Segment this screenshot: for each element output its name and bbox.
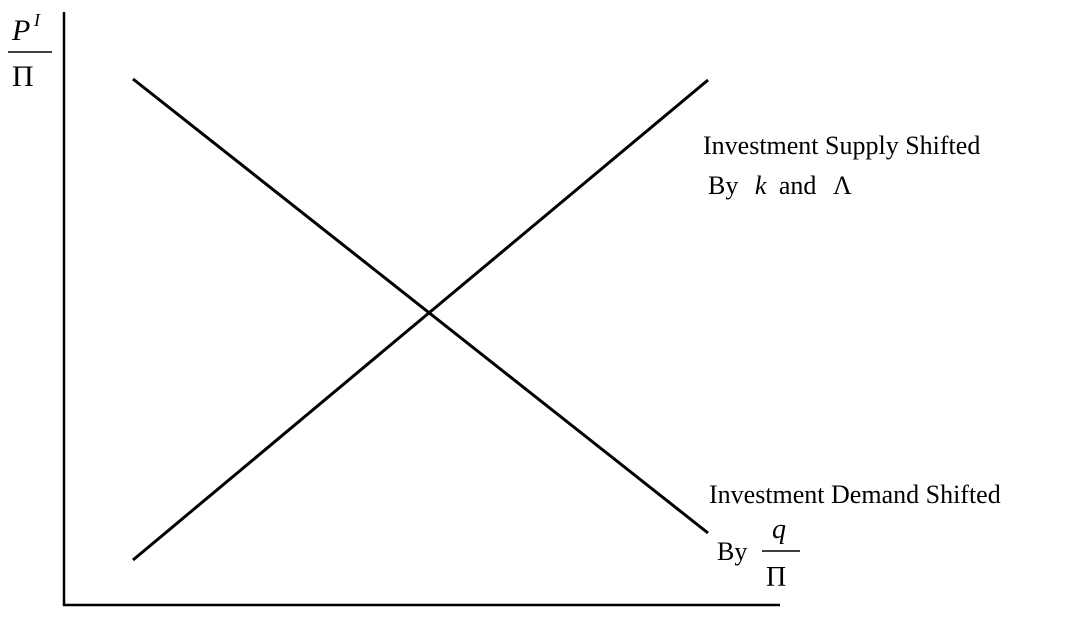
supply-label: Investment Supply Shifted By k and Λ — [703, 131, 980, 200]
demand-label-frac-numerator: q — [772, 514, 786, 545]
y-axis-label-superscript: I — [33, 10, 41, 30]
supply-label-line2: By k and Λ — [708, 171, 852, 200]
supply-label-line1: Investment Supply Shifted — [703, 131, 980, 160]
supply-label-by: By — [708, 171, 738, 200]
supply-label-var-k: k — [755, 171, 767, 200]
supply-curve — [132, 78, 709, 562]
demand-label: Investment Demand Shifted By q Π — [709, 480, 1001, 593]
supply-label-and: and — [779, 171, 817, 200]
y-axis-label-denominator: Π — [12, 60, 34, 93]
demand-curve — [132, 77, 709, 535]
supply-label-var-lambda: Λ — [833, 171, 852, 200]
demand-label-line1: Investment Demand Shifted — [709, 480, 1001, 509]
demand-label-by: By — [717, 537, 747, 566]
demand-label-frac-denominator: Π — [766, 562, 786, 593]
y-axis-label: P I Π — [8, 10, 52, 93]
y-axis-label-numerator: P — [11, 14, 30, 47]
